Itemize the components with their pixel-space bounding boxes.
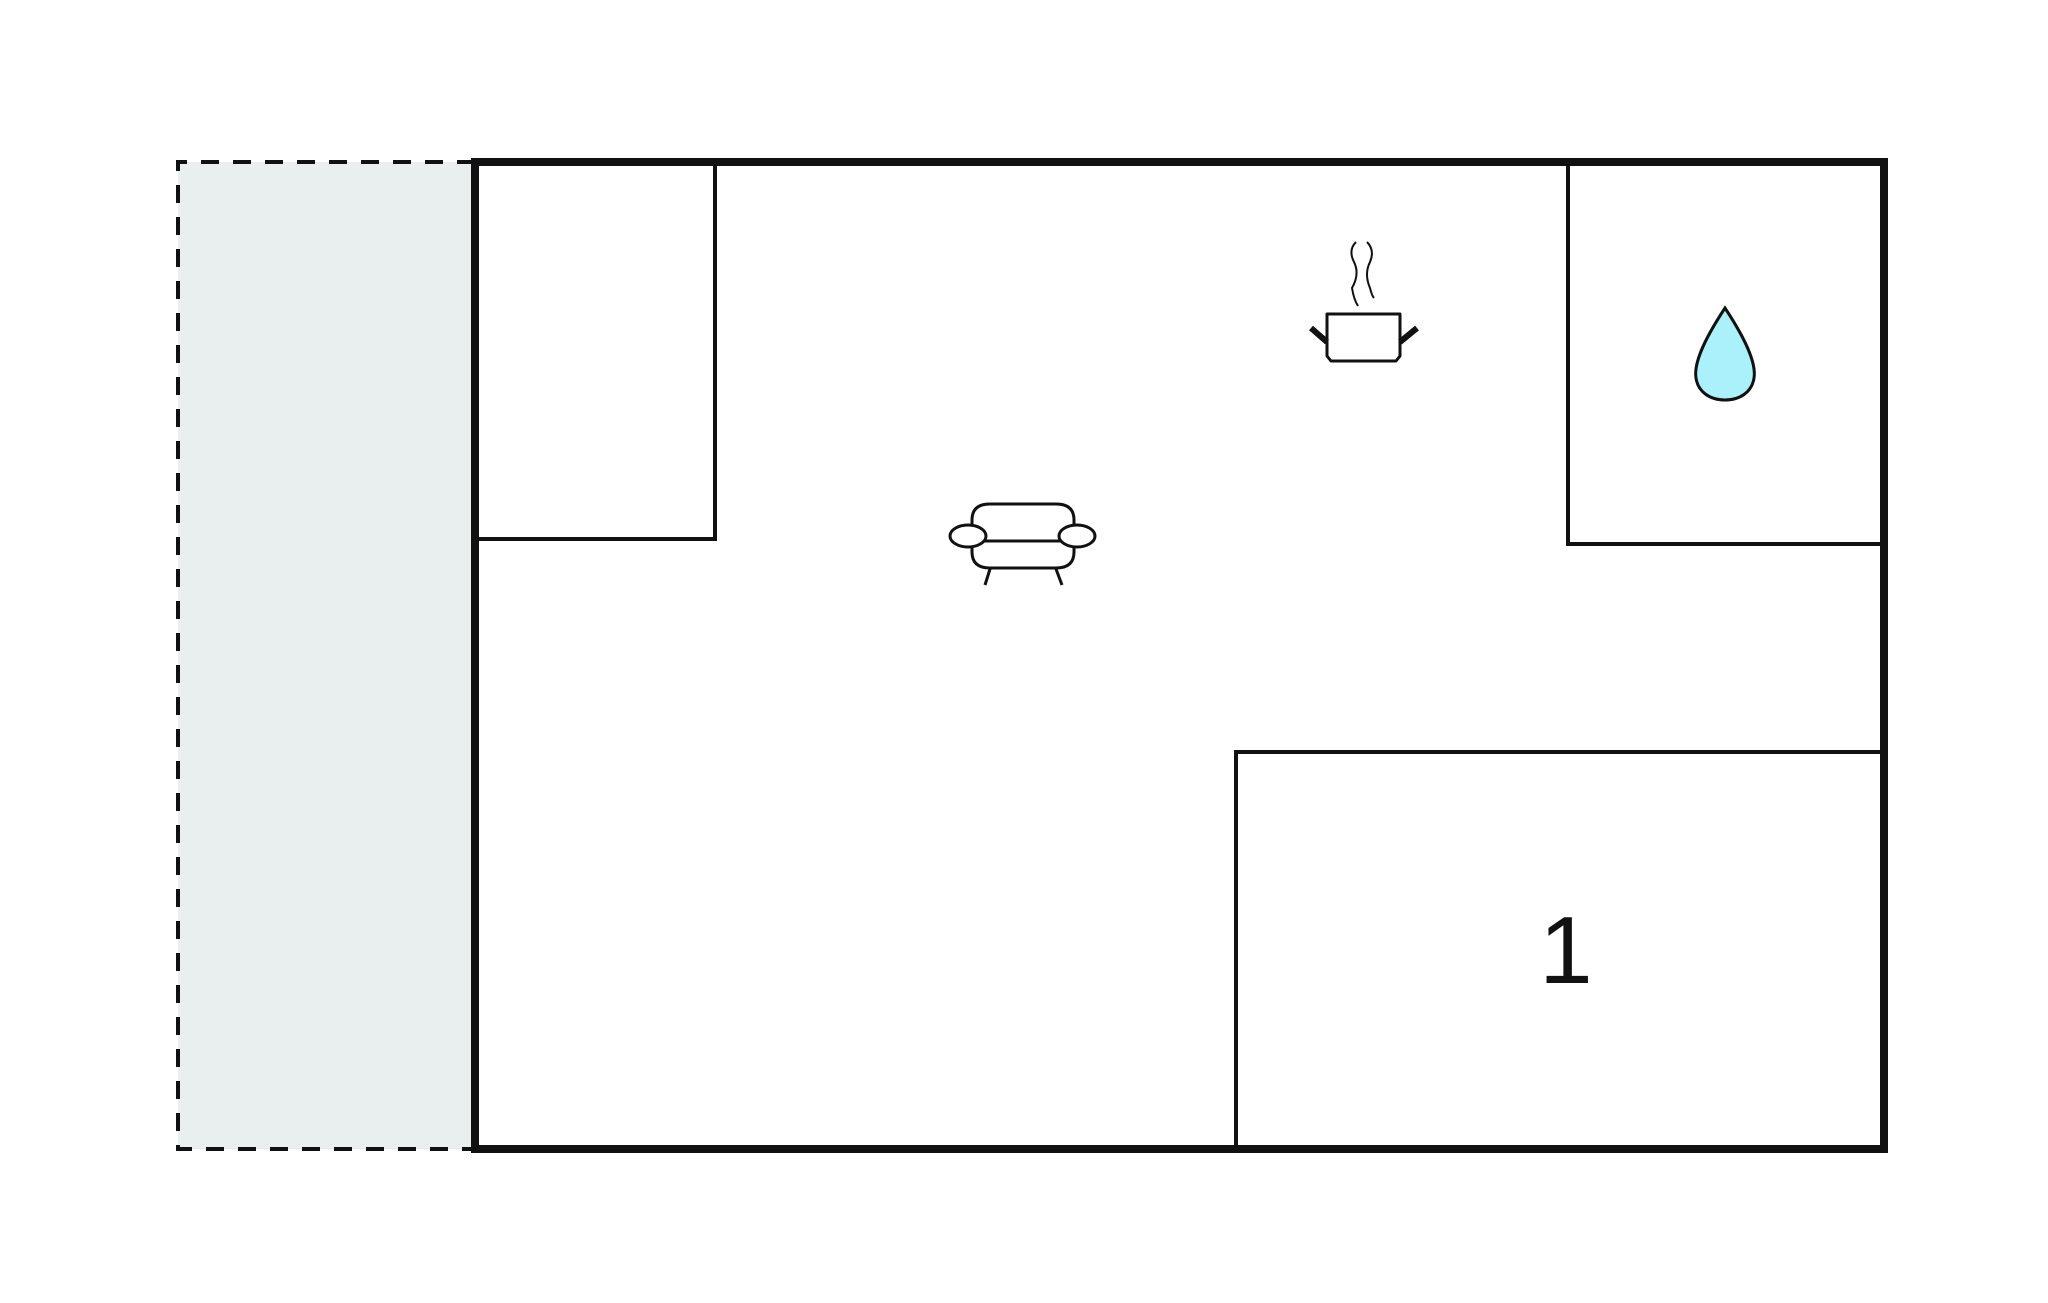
bedroom-number-label: 1 [1539, 897, 1592, 1004]
storage-room-walls [477, 163, 717, 541]
sofa-icon [948, 502, 1097, 586]
terrace-fill [178, 162, 475, 1149]
cooking-pot-icon [1309, 241, 1419, 363]
interior-walls [477, 163, 1882, 1149]
terrace-area [176, 160, 475, 1151]
bedroom-walls [1234, 750, 1882, 1149]
water-drop-icon [1694, 305, 1756, 402]
outer-walls [471, 158, 1888, 1153]
bathroom-walls [1566, 163, 1882, 546]
